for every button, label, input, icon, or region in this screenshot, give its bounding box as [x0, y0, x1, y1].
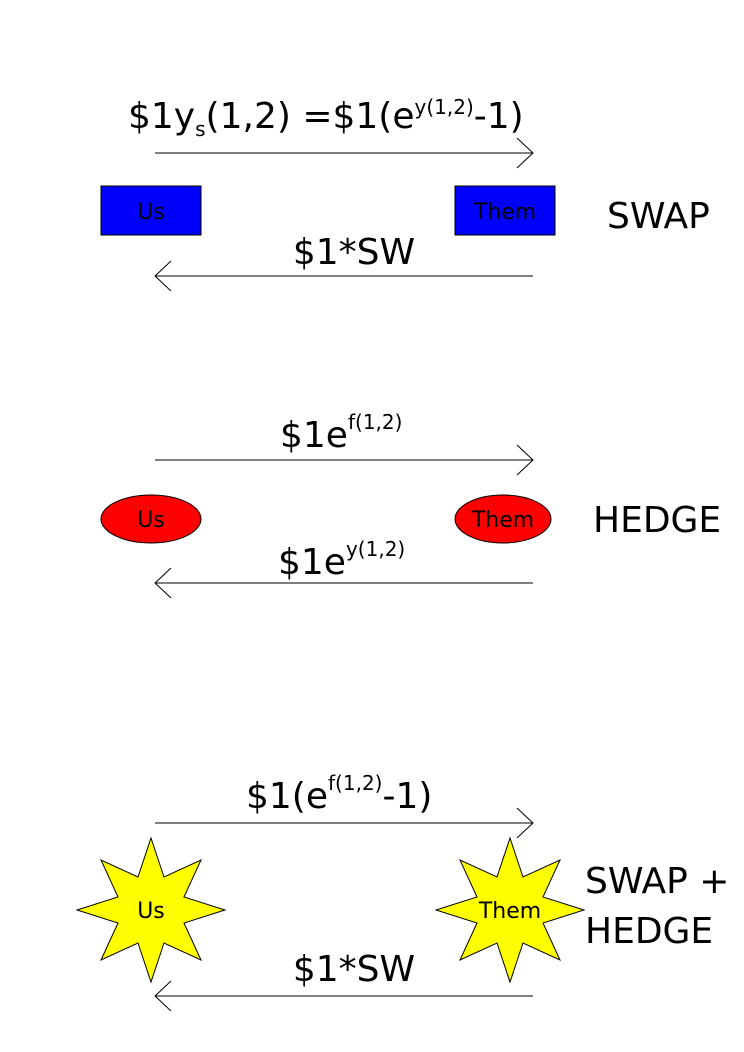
hedge-panel-title: HEDGE: [593, 500, 721, 541]
swap-panel-title: SWAP: [607, 196, 710, 237]
swap-bottom-arrow: [154, 260, 533, 292]
hedge-us-label: Us: [137, 508, 165, 533]
hedge-us-ellipse: Us: [100, 494, 202, 544]
swap-hedge-them-star: Them: [434, 836, 586, 984]
swap-top-arrow: [155, 137, 534, 169]
hedge-them-label: Them: [471, 508, 534, 533]
swap-them-label: Them: [473, 200, 536, 225]
swap-hedge-bottom-flow-label: $1*SW: [293, 949, 415, 990]
swap-us-label: Us: [137, 200, 165, 225]
hedge-bottom-flow-label: $1ey(1,2): [278, 537, 405, 583]
swap-top-flow-label: $1ys(1,2) =$1(ey(1,2)-1): [128, 95, 524, 141]
hedge-top-flow-label: $1ef(1,2): [280, 410, 402, 456]
swap-hedge-top-arrow: [155, 807, 534, 839]
swap-them-box: Them: [454, 185, 556, 236]
swap-hedge-panel: $1(ef(1,2)-1) Us Them SWAP + HEDGE $1*SW: [75, 771, 729, 1012]
swap-hedge-us-label: Us: [137, 899, 165, 924]
hedge-panel: $1ef(1,2) Us Them HEDGE $1ey(1,2): [100, 410, 721, 599]
swap-hedge-bottom-arrow: [154, 980, 533, 1012]
swap-bottom-flow-label: $1*SW: [293, 232, 415, 273]
swap-hedge-top-flow-label: $1(ef(1,2)-1): [246, 771, 432, 817]
hedge-top-arrow: [155, 444, 534, 476]
hedge-bottom-arrow: [154, 567, 533, 599]
swap-hedge-panel-title-line2: HEDGE: [585, 911, 713, 952]
swap-hedge-us-star: Us: [75, 836, 227, 984]
swap-panel: $1ys(1,2) =$1(ey(1,2)-1) Us Them SWAP $1…: [100, 95, 710, 292]
hedge-them-ellipse: Them: [454, 494, 552, 544]
swap-hedge-panel-title-line1: SWAP +: [585, 861, 729, 902]
swap-hedge-them-label: Them: [478, 899, 541, 924]
swap-us-box: Us: [100, 185, 202, 236]
